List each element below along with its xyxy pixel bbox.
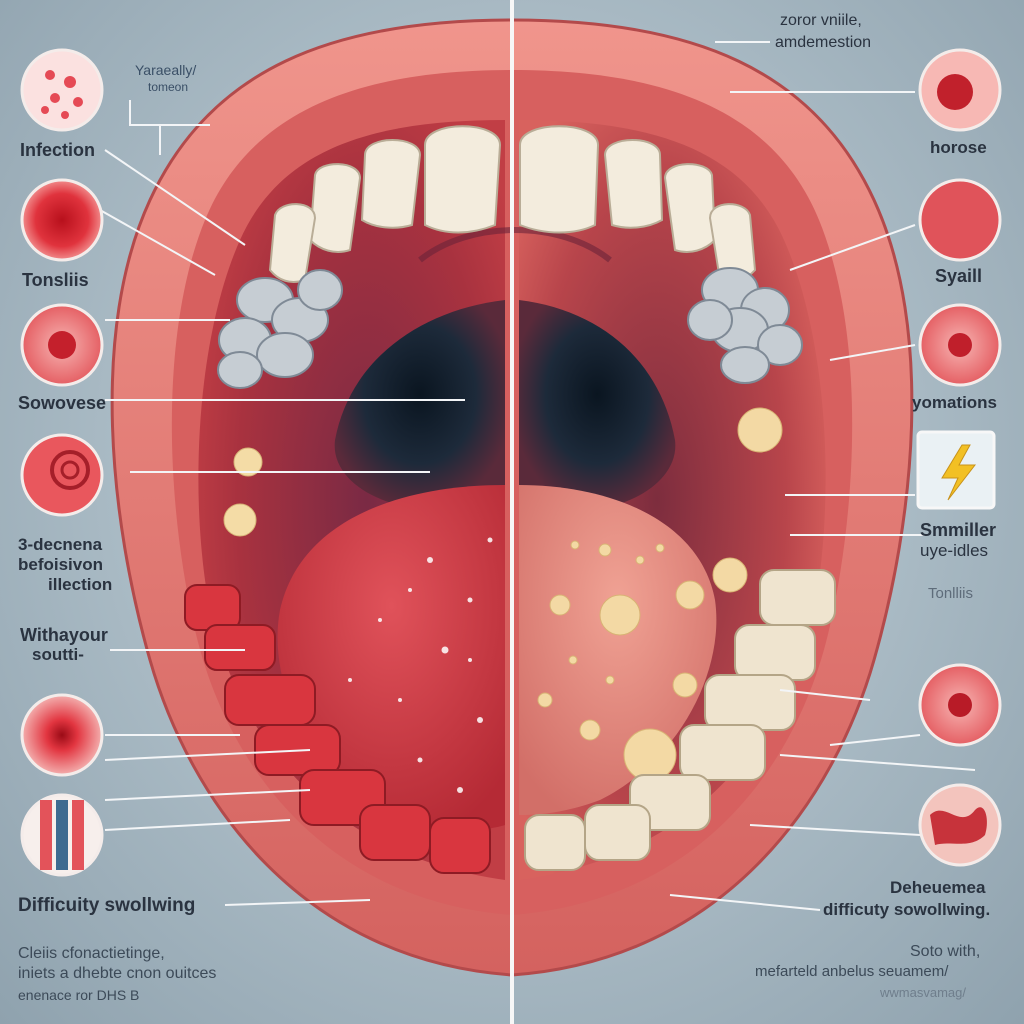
label-syaill: Syaill: [935, 266, 983, 286]
left-top-note-2: tomeon: [148, 80, 189, 94]
uvula-arch: [418, 227, 612, 263]
tongue-speckles: [348, 537, 493, 793]
label-tonsillitis-right: Tonlliis: [928, 585, 974, 602]
left-tonsil-pus: [223, 447, 263, 537]
thumb-yomations: [918, 303, 1002, 387]
thumb-horose: [918, 48, 1002, 132]
label-withayour-1: Withayour: [20, 625, 108, 645]
label-withayour-2: soutti-: [32, 645, 84, 664]
throat-left: [334, 300, 505, 510]
thumb-tonsillitis: [20, 178, 104, 262]
thumb-tissue: [918, 783, 1002, 867]
label-sowovese: Sowovese: [18, 393, 107, 413]
label-decrease-2: befoisivon: [18, 555, 104, 574]
right-top-1: zoror vniile,: [780, 12, 862, 29]
right-footer-2: mefarteld anbelus seuamem/: [755, 963, 949, 980]
label-smmiller-2: uye-idles: [920, 541, 989, 560]
left-footer-3: enenace ror DHS B: [18, 987, 140, 1003]
label-infection: Infection: [20, 140, 95, 160]
left-top-note-1: Yaraeally/: [135, 62, 197, 78]
label-tonsillitis: Tonsliis: [22, 270, 89, 290]
label-difficulty-right-2: difficuty sowollwing.: [823, 900, 991, 919]
label-difficulty-right-1: Deheuemea: [890, 878, 986, 897]
throat-right: [519, 300, 676, 510]
pus-spots: [537, 407, 783, 782]
label-decrease-3: illection: [48, 575, 113, 594]
left-footer-1: Cleiis cfonactietinge,: [18, 945, 165, 962]
right-top-2: amdemestion: [775, 34, 872, 51]
lower-teeth-left: [184, 584, 491, 874]
thumb-swelling: [20, 693, 104, 777]
pointer-lines: [99, 41, 976, 911]
lightning-icon: [941, 444, 977, 501]
thumb-syaill: [918, 178, 1002, 262]
label-horose: horose: [930, 138, 987, 157]
thumb-throat-section: [20, 793, 104, 877]
tonsils-grey: [217, 267, 803, 389]
lightning-panel: [916, 430, 996, 510]
tongue-right: [519, 485, 717, 815]
label-decrease-1: 3-decnena: [18, 535, 103, 554]
thumb-sore: [20, 303, 104, 387]
upper-teeth: [268, 125, 757, 283]
label-difficulty-left: Difficuity swollwing: [18, 895, 196, 916]
lower-teeth-right: [524, 569, 836, 871]
thumb-inflamed: [918, 663, 1002, 747]
right-footer-1: Soto with,: [910, 943, 981, 960]
right-footer-3: wwmasvamag/: [880, 985, 966, 1000]
thumb-decrease: [20, 433, 104, 517]
label-yomations: yomations: [912, 393, 998, 412]
thumb-infection: [20, 48, 104, 132]
left-footer-2: iniets a dhebte cnon ouitces: [18, 965, 217, 982]
label-smmiller-1: Smmiller: [920, 520, 997, 540]
